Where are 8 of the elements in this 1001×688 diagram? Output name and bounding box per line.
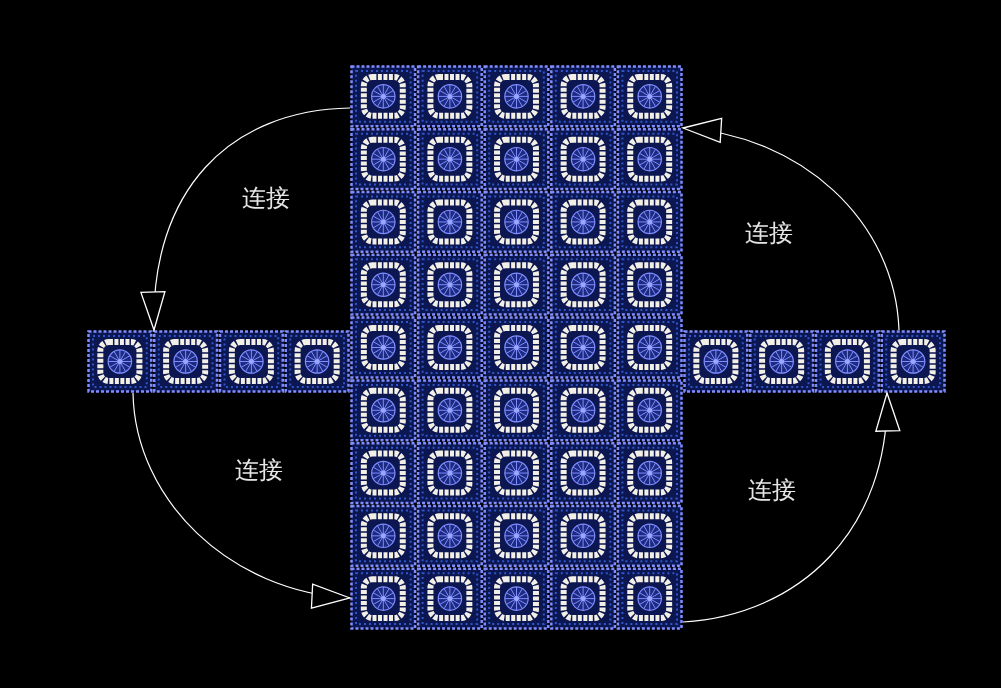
edge-label: 连接: [240, 184, 292, 212]
curved-arrow: [682, 392, 899, 623]
curved-arrow: [142, 107, 351, 331]
curved-arrow: [682, 119, 900, 331]
edge-label: 连接: [746, 476, 798, 504]
edge-label: 连接: [743, 219, 795, 247]
curved-arrow: [132, 392, 351, 607]
edge-label: 连接: [233, 456, 285, 484]
